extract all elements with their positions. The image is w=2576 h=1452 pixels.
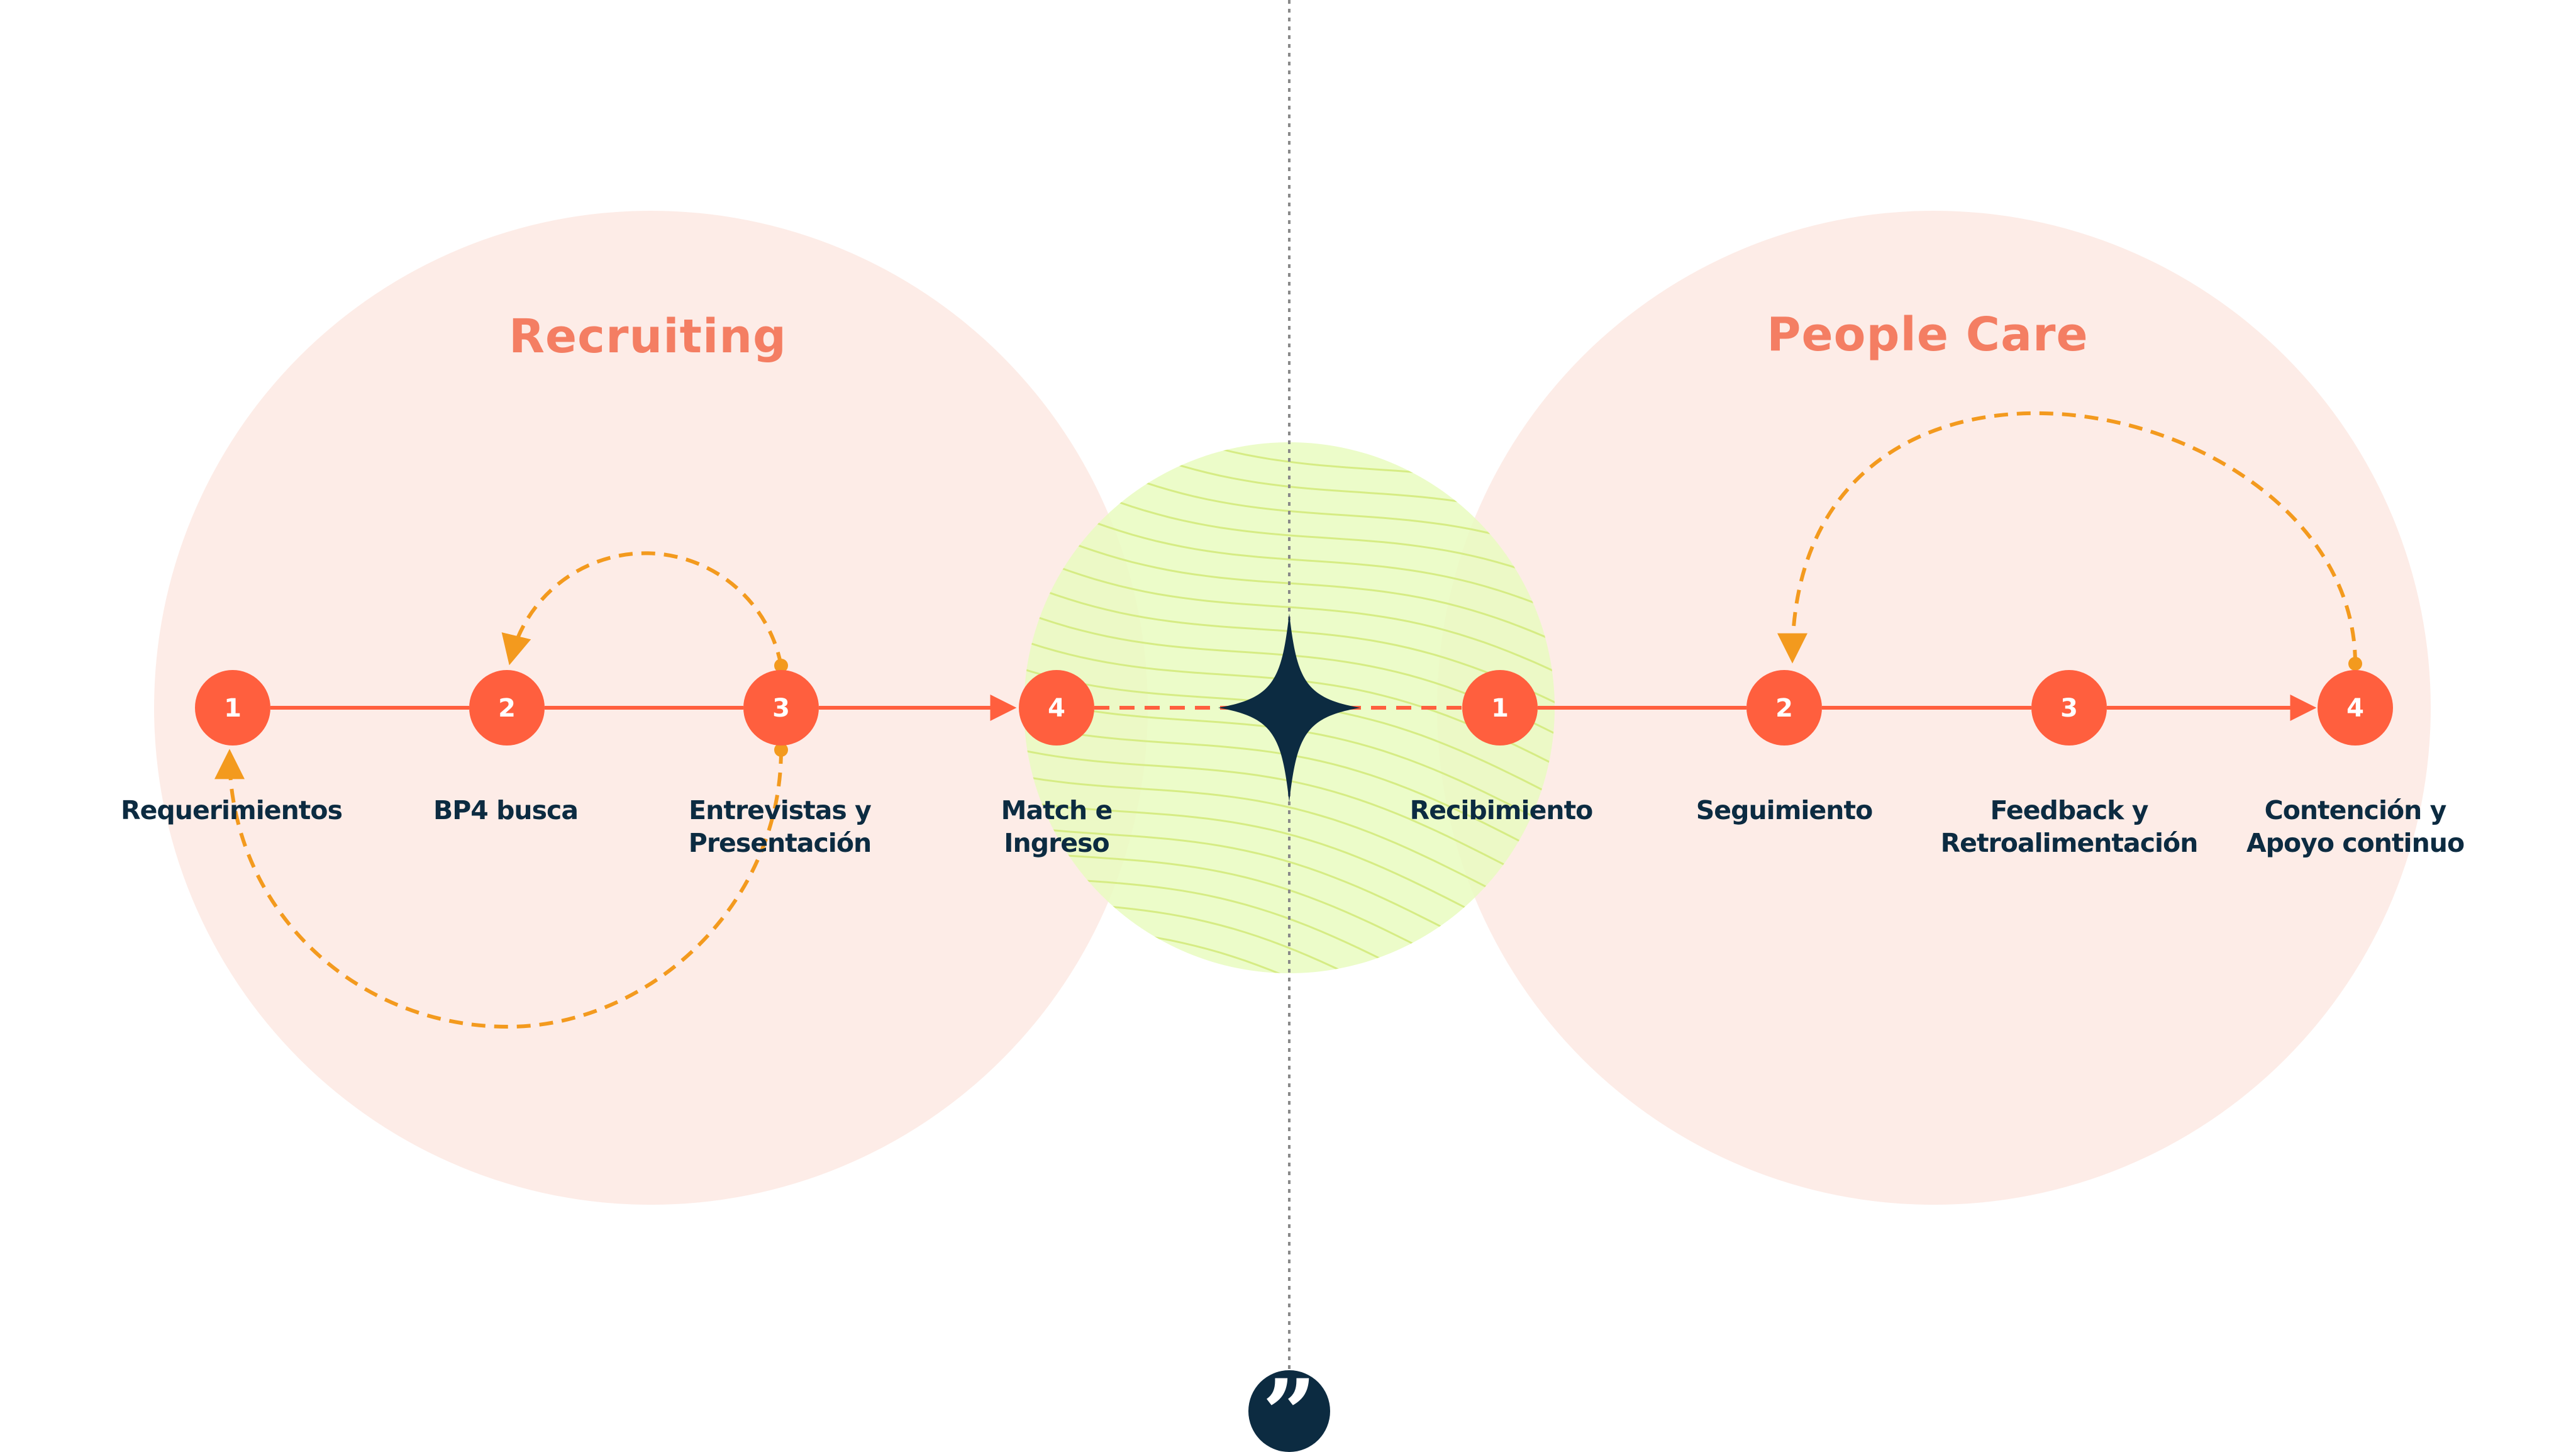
people-care-step-3-label-line-2: Retroalimentación — [1941, 828, 2198, 858]
step-number: 2 — [498, 694, 516, 723]
people-care-step-1-label: Recibimiento — [1410, 795, 1593, 825]
wave-line — [1006, 7, 1572, 196]
recruiting-step-3: 3 — [743, 670, 819, 746]
recruiting-step-4: 4 — [1019, 670, 1094, 746]
loop-start-dot-r3-bottom — [774, 743, 788, 757]
step-number: 4 — [2346, 694, 2364, 723]
people-care-step-4-label-line-2: Apoyo continuo — [2246, 828, 2464, 858]
wave-line — [1024, 483, 1555, 620]
loop-arc-r3-to-r2 — [501, 551, 783, 666]
recruiting-step-4-label-line-1: Match e — [1001, 795, 1113, 825]
loop-arc-r3-to-r1 — [214, 749, 783, 1029]
wave-line — [1024, 772, 1555, 930]
four-point-star-icon — [1218, 613, 1360, 802]
step-number: 3 — [2060, 694, 2078, 723]
people-care-step-3-label-line-1: Feedback y — [1990, 795, 2148, 825]
people-care-step-2: 2 — [1746, 670, 1822, 746]
wave-line — [1006, 0, 1572, 172]
people-care-step-4-label-line-1: Contención y — [2265, 795, 2446, 825]
quote-icon: ” — [1262, 1359, 1316, 1452]
step-number: 2 — [1775, 694, 1793, 723]
recruiting-step-2: 2 — [469, 670, 545, 746]
recruiting-step-3-label-line-1: Entrevistas y — [689, 795, 871, 825]
recruiting-step-2-label: BP4 busca — [433, 795, 578, 825]
people-care-step-2-label: Seguimiento — [1696, 795, 1872, 825]
quote-badge[interactable]: ” — [1248, 1359, 1330, 1452]
step-number: 1 — [224, 694, 242, 723]
recruiting-title: Recruiting — [509, 310, 787, 364]
wave-line — [1006, 265, 1572, 418]
wave-line — [1024, 544, 1555, 681]
loop-start-dot-p4 — [2348, 657, 2362, 671]
people-care-step-1: 1 — [1462, 670, 1538, 746]
step-number: 3 — [772, 694, 790, 723]
loop-arc-p4-to-p2 — [1777, 411, 2357, 664]
step-number: 1 — [1491, 694, 1509, 723]
step-number: 4 — [1048, 694, 1065, 723]
recruiting-step-1: 1 — [195, 670, 270, 746]
people-care-title: People Care — [1767, 308, 2088, 362]
people-care-step-3: 3 — [2031, 670, 2107, 746]
recruiting-step-4-label-line-2: Ingreso — [1004, 828, 1109, 858]
people-care-step-4: 4 — [2318, 670, 2393, 746]
loop-start-dot-r3-top — [774, 659, 788, 673]
recruiting-step-3-label-line-2: Presentación — [689, 828, 871, 858]
recruiting-step-1-label: Requerimientos — [121, 795, 342, 825]
